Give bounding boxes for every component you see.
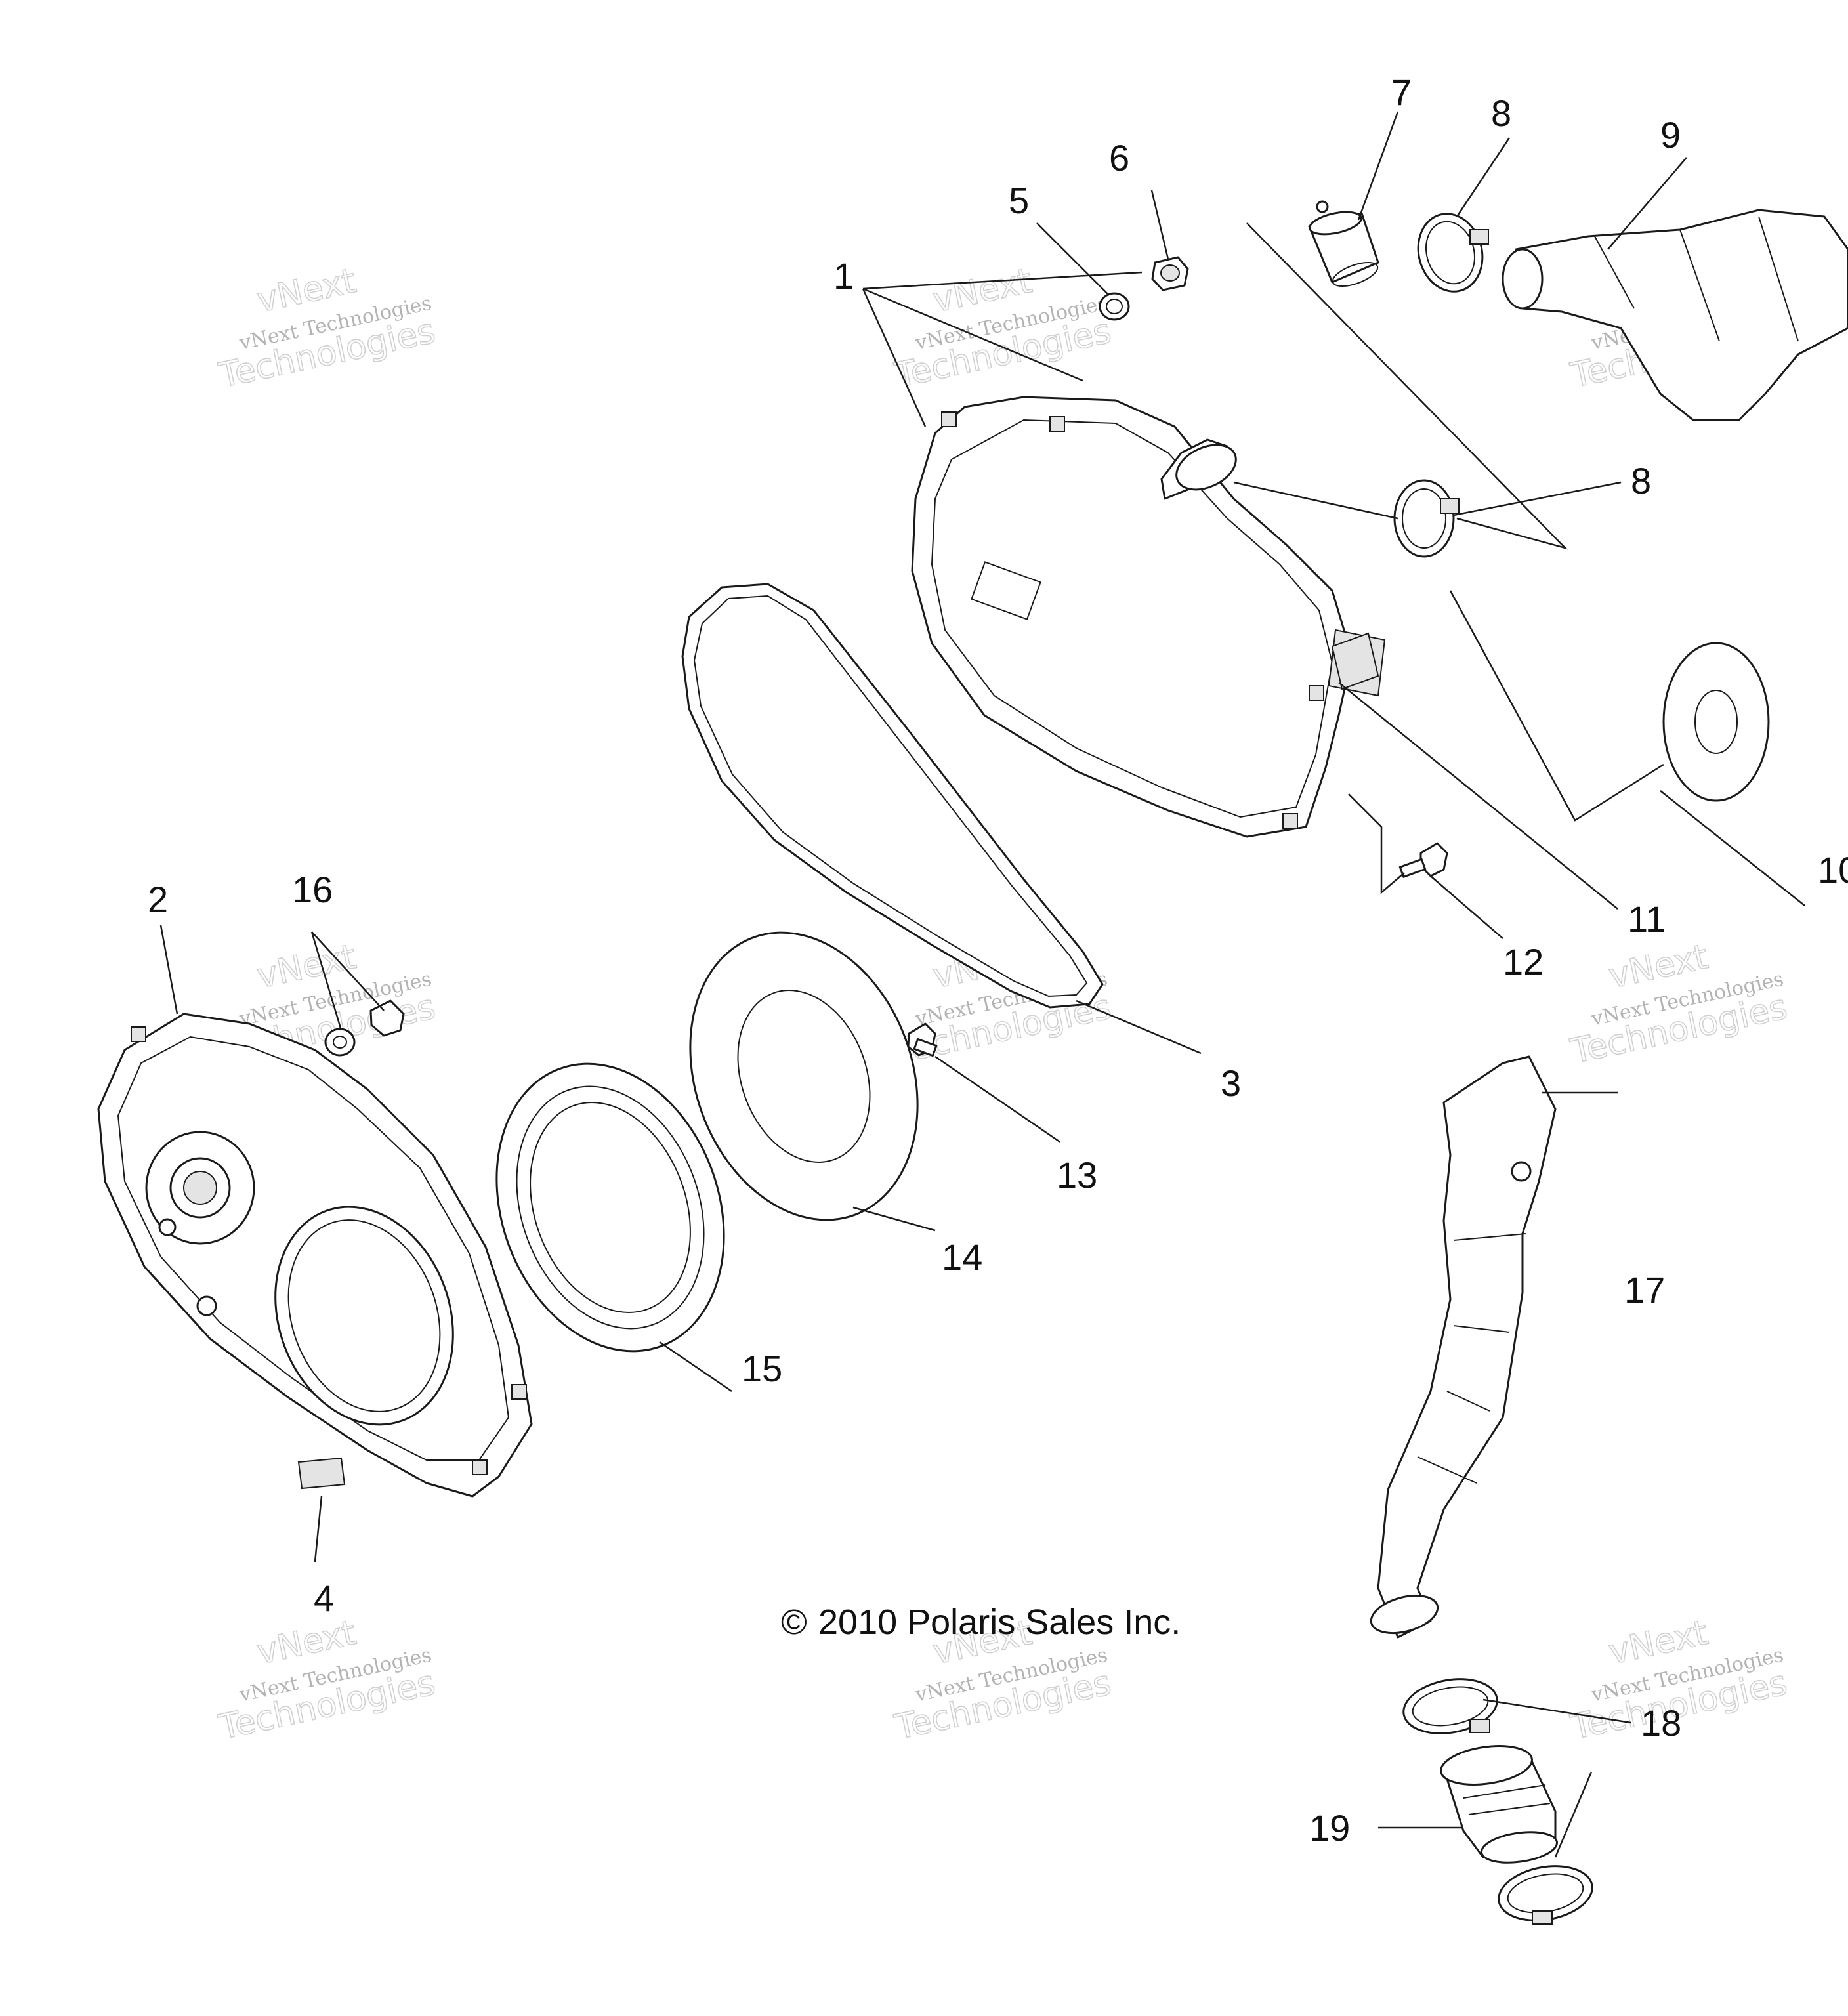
- callout-10: 10: [1818, 849, 1848, 891]
- part-intake-duct-9: [1502, 209, 1848, 421]
- watermark: vNext vNext Technologies Technologies: [215, 1612, 439, 1748]
- callout-4: 4: [314, 1578, 334, 1619]
- leader-lines: [159, 111, 1805, 1858]
- callout-5: 5: [1009, 180, 1029, 221]
- part-ring-plate-14: [689, 931, 919, 1221]
- part-screw-12: [1398, 842, 1448, 878]
- part-drive-belt: [681, 583, 1104, 1009]
- part-plug-6: [1151, 256, 1189, 291]
- copyright-symbol: ©: [781, 1603, 807, 1642]
- part-stud-16: [324, 999, 405, 1057]
- watermark: vNext vNext Technologies Technologies: [891, 261, 1115, 396]
- part-outlet-duct-17: [1370, 1055, 1557, 1639]
- part-adapter-7: [1308, 200, 1379, 287]
- callout-9: 9: [1660, 114, 1681, 156]
- part-clamp-18-upper: [1402, 1678, 1498, 1734]
- callout-11: 11: [1628, 898, 1666, 940]
- part-outer-clutch-cover: [97, 1013, 533, 1498]
- callout-15: 15: [742, 1348, 782, 1389]
- watermark: vNext vNext Technologies Technologies: [1566, 936, 1791, 1072]
- callout-17: 17: [1624, 1269, 1665, 1311]
- part-clamp-8-upper: [1417, 213, 1489, 293]
- callout-16: 16: [292, 869, 333, 910]
- part-clamp-18-lower: [1498, 1865, 1593, 1925]
- callout-14: 14: [942, 1236, 982, 1278]
- callout-18: 18: [1641, 1702, 1681, 1744]
- part-decal-11: [1331, 632, 1379, 690]
- copyright: © 2010 Polaris Sales Inc.: [781, 1603, 1181, 1642]
- part-coupler-19: [1440, 1745, 1559, 1864]
- callout-8-lower: 8: [1631, 460, 1651, 501]
- copyright-text: 2010 Polaris Sales Inc.: [818, 1603, 1181, 1642]
- part-inner-ring-15: [495, 1062, 725, 1353]
- callout-2: 2: [148, 879, 168, 920]
- part-bolt-13: [907, 1022, 938, 1057]
- watermark: vNext vNext Technologies Technologies: [215, 261, 439, 396]
- part-label: [297, 1457, 346, 1490]
- callout-6: 6: [1109, 137, 1129, 178]
- callout-12: 12: [1503, 941, 1544, 982]
- callout-19: 19: [1309, 1807, 1350, 1849]
- callout-1: 1: [833, 255, 854, 297]
- part-washer-5: [1099, 292, 1130, 321]
- part-inner-clutch-cover: [911, 396, 1386, 838]
- callout-labels: 1 2 3 4 5 6 7 8 8 9 10 11 12 13 14 15 16…: [148, 72, 1848, 1849]
- callout-13: 13: [1057, 1154, 1097, 1196]
- part-clamp-8-lower: [1393, 479, 1460, 558]
- callout-3: 3: [1221, 1062, 1241, 1104]
- callout-8-upper: 8: [1491, 93, 1511, 134]
- part-seal-10: [1662, 642, 1770, 802]
- callout-7: 7: [1391, 72, 1412, 113]
